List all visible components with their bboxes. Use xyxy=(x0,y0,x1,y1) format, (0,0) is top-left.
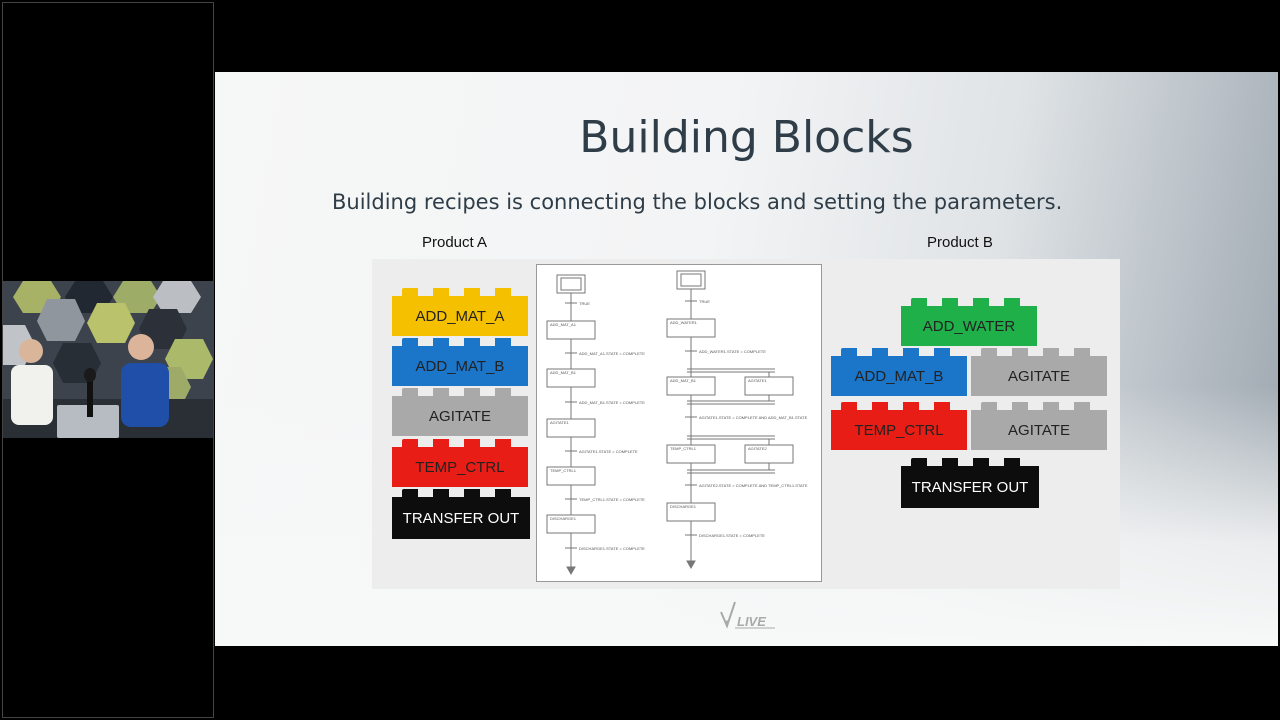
live-logo: LIVE xyxy=(715,600,779,633)
sfc-step-label: AGITATE1 xyxy=(550,420,570,425)
sfc-transition-label: AGITATE1.STATE = COMPLETE xyxy=(579,449,638,454)
sfc-step-label: AGITATE2 xyxy=(748,446,768,451)
brick-label: TRANSFER OUT xyxy=(402,509,520,527)
brick-transfer-out: TRANSFER OUT xyxy=(901,458,1039,508)
building-blocks-diagram: ADD_MAT_A ADD_MAT_B AGITATE TEMP_CTRL TR… xyxy=(372,259,1120,589)
sfc-transition-label: ADD_MAT_A1.STATE = COMPLETE xyxy=(579,351,645,356)
sfc-step-label: AGITATE1 xyxy=(748,378,768,383)
webcam-video xyxy=(3,281,213,438)
brick-temp-ctrl: TEMP_CTRL xyxy=(392,439,528,487)
brick-agitate: AGITATE xyxy=(971,348,1107,396)
sfc-step-label: TEMP_CTRL1 xyxy=(670,446,697,451)
sfc-diagram: TRUE ADD_MAT_A1 ADD_MAT_A1.STATE = COMPL… xyxy=(536,264,822,582)
logo-text: LIVE xyxy=(737,614,766,629)
sfc-transition-label: TEMP_CTRL1.STATE = COMPLETE xyxy=(579,497,645,502)
brick-label: AGITATE xyxy=(1008,367,1070,385)
product-b-label: Product B xyxy=(927,234,993,251)
sfc-step-label: ADD_MAT_A1 xyxy=(550,322,577,327)
brick-agitate: AGITATE xyxy=(971,402,1107,450)
brick-add-mat-a: ADD_MAT_A xyxy=(392,288,528,336)
sfc-chart: TRUE ADD_MAT_A1 ADD_MAT_A1.STATE = COMPL… xyxy=(546,270,808,576)
sfc-transition-label: AGITATE2.STATE = COMPLETE AND TEMP_CTRL1… xyxy=(699,483,808,488)
brick-add-water: ADD_WATER xyxy=(901,298,1037,346)
sfc-transition-label: DISCHARGE1.STATE = COMPLETE xyxy=(699,533,765,538)
sfc-step-label: TEMP_CTRL1 xyxy=(550,468,577,473)
slide-title: Building Blocks xyxy=(579,112,914,163)
brick-label: ADD_MAT_B xyxy=(854,367,944,385)
live-logo-mark: LIVE xyxy=(720,601,775,629)
brick-label: AGITATE xyxy=(429,407,491,425)
brick-temp-ctrl: TEMP_CTRL xyxy=(831,402,967,450)
sfc-transition-label: AGITATE1.STATE = COMPLETE AND ADD_MAT_B1… xyxy=(699,415,808,420)
brick-label: ADD_WATER xyxy=(922,317,1016,335)
sfc-step-label: ADD_MAT_B1 xyxy=(550,370,577,375)
sfc-transition-label: TRUE xyxy=(579,301,590,306)
sfc-step-label: ADD_MAT_B1 xyxy=(670,378,697,383)
brick-label: TEMP_CTRL xyxy=(415,458,505,476)
sfc-step-label: DISCHARGE1 xyxy=(670,504,697,509)
sfc-transition-label: ADD_MAT_B1.STATE = COMPLETE xyxy=(579,400,645,405)
brick-agitate: AGITATE xyxy=(392,388,528,436)
webcam-scene xyxy=(3,281,213,438)
sfc-transition-label: DISCHARGE1.STATE = COMPLETE xyxy=(579,546,645,551)
brick-label: AGITATE xyxy=(1008,421,1070,439)
sfc-step-label: ADD_WATER1 xyxy=(670,320,698,325)
sfc-transition-label: TRUE xyxy=(699,299,710,304)
brick-label: TRANSFER OUT xyxy=(911,478,1029,496)
sfc-transition-label: ADD_WATER1.STATE = COMPLETE xyxy=(699,349,766,354)
brick-add-mat-b: ADD_MAT_B xyxy=(831,348,967,396)
sfc-step-label: DISCHARGE1 xyxy=(550,516,577,521)
product-a-label: Product A xyxy=(422,234,488,251)
brick-transfer-out: TRANSFER OUT xyxy=(392,489,530,539)
brick-label: TEMP_CTRL xyxy=(854,421,944,439)
brick-label: ADD_MAT_A xyxy=(415,307,505,325)
brick-label: ADD_MAT_B xyxy=(415,357,505,375)
brick-add-mat-b: ADD_MAT_B xyxy=(392,338,528,386)
slide-subtitle: Building recipes is connecting the block… xyxy=(332,190,1063,214)
presentation-slide: Building Blocks Building recipes is conn… xyxy=(215,72,1278,646)
